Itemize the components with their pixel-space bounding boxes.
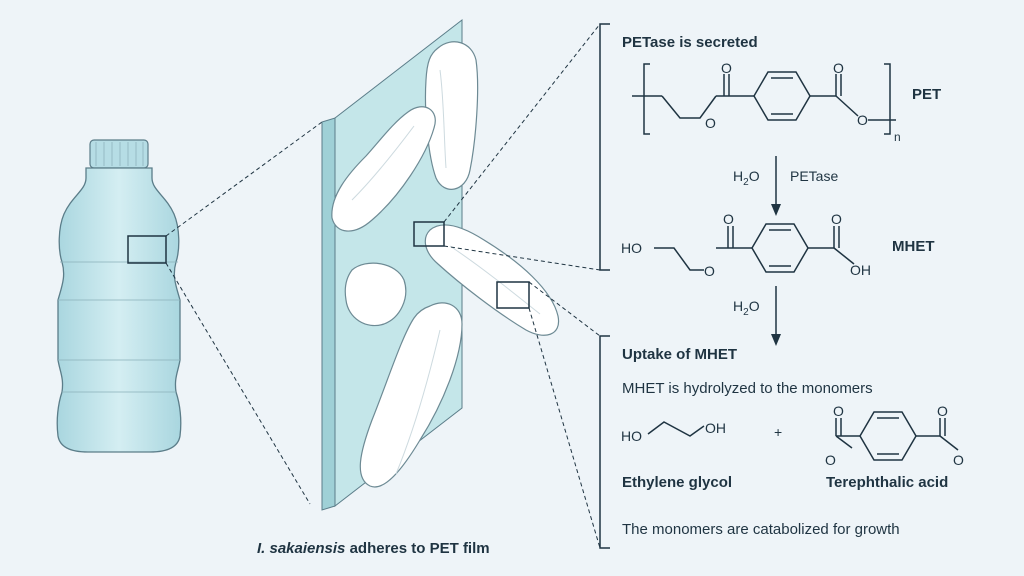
ethylene-glycol-label: Ethylene glycol bbox=[622, 474, 733, 491]
pet-subscript: n bbox=[894, 130, 901, 144]
pet-label: PET bbox=[912, 86, 942, 103]
reaction-arrows bbox=[771, 156, 781, 346]
atom-o: O bbox=[723, 211, 734, 227]
film-zoom-box bbox=[413, 221, 445, 247]
atom-o: O bbox=[825, 452, 836, 468]
bacterium-zoom-box bbox=[496, 281, 530, 309]
bacterium bbox=[331, 106, 436, 232]
atom-o: O bbox=[721, 60, 732, 76]
mhet-structure bbox=[654, 223, 855, 273]
mhet-label: MHET bbox=[892, 238, 935, 255]
bacterium bbox=[359, 302, 463, 488]
atom-o: O bbox=[857, 112, 868, 128]
ethylene-glycol-structure bbox=[647, 421, 705, 437]
atom-o: O bbox=[833, 60, 844, 76]
plastic-bottle bbox=[56, 139, 182, 453]
plus-sign: + bbox=[774, 424, 783, 440]
atom-o: O bbox=[831, 211, 842, 227]
bottle-cap bbox=[89, 139, 149, 169]
hydrolyzed-text: MHET is hydrolyzed to the monomers bbox=[622, 380, 873, 397]
terephthalic-acid-label: Terephthalic acid bbox=[826, 474, 949, 491]
bacterium bbox=[424, 41, 479, 190]
atom-ho: HO bbox=[621, 240, 642, 256]
terephthalic-acid-structure bbox=[835, 411, 959, 461]
atom-oh: OH bbox=[850, 262, 871, 278]
bottle-zoom-box bbox=[127, 235, 167, 264]
film-caption: I. sakaiensis adheres to PET film bbox=[257, 540, 490, 557]
atom-o: O bbox=[937, 403, 948, 419]
species-name: I. sakaiensis bbox=[257, 540, 346, 557]
petase-secreted-title: PETase is secreted bbox=[622, 34, 758, 51]
water-label-2: H2O bbox=[733, 298, 760, 318]
bacterium bbox=[344, 262, 407, 327]
water-label-1: H2O bbox=[733, 168, 760, 188]
atom-o: O bbox=[833, 403, 844, 419]
catabolized-text: The monomers are catabolized for growth bbox=[622, 521, 900, 538]
pet-structure bbox=[632, 63, 896, 135]
atom-o: O bbox=[705, 115, 716, 131]
zoom-lines-bottle bbox=[165, 121, 323, 505]
atom-oh: OH bbox=[705, 420, 726, 436]
uptake-title: Uptake of MHET bbox=[622, 346, 738, 363]
bottle-body bbox=[56, 167, 182, 453]
atom-ho: HO bbox=[621, 428, 642, 444]
panel-brackets bbox=[599, 23, 610, 549]
atom-o: O bbox=[953, 452, 964, 468]
zoom-lines-panels bbox=[443, 23, 601, 549]
enzyme-label: PETase bbox=[790, 168, 839, 184]
atom-o: O bbox=[704, 263, 715, 279]
